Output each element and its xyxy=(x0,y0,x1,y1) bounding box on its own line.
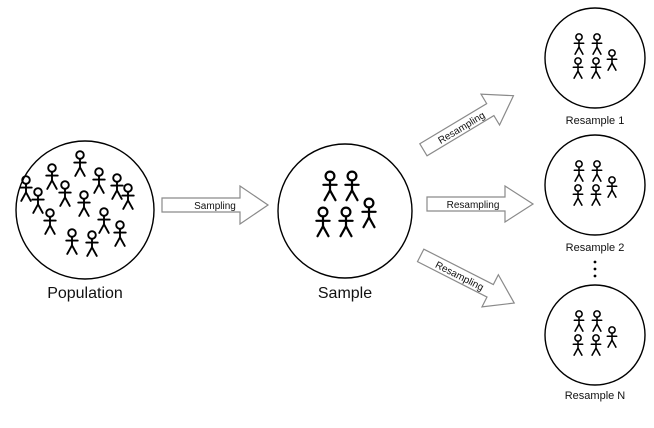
stick-figure-icon xyxy=(344,170,360,202)
stick-figure-icon xyxy=(573,160,585,182)
stick-figure-icon xyxy=(572,334,584,356)
sample-circle xyxy=(277,143,413,279)
stick-figure-icon xyxy=(45,163,59,190)
resample-n-label: Resample N xyxy=(565,390,626,402)
resample-2-label: Resample 2 xyxy=(566,242,625,254)
resampling-arrow-2-label: Resampling xyxy=(447,200,500,211)
stick-figure-icon xyxy=(85,230,99,257)
stick-figure-icon xyxy=(590,57,602,79)
stick-figure-icon xyxy=(315,206,331,238)
resample-n-figures xyxy=(572,310,618,356)
stick-figure-icon xyxy=(97,207,111,234)
stick-figure-icon xyxy=(606,176,618,198)
stick-figure-icon xyxy=(43,208,57,235)
stick-figure-icon xyxy=(606,326,618,348)
resampling-arrow-3: Resampling xyxy=(416,248,516,308)
resample-1-figures xyxy=(572,33,618,79)
resampling-arrow-2: Resampling xyxy=(426,184,535,224)
stick-figure-icon xyxy=(590,334,602,356)
stick-figure-icon xyxy=(572,184,584,206)
resampling-arrow-1: Resampling xyxy=(418,93,515,157)
stick-figure-icon xyxy=(361,197,377,229)
stick-figure-icon xyxy=(572,57,584,79)
stick-figure-icon xyxy=(591,160,603,182)
stick-figure-icon xyxy=(31,187,45,214)
stick-figure-icon xyxy=(338,206,354,238)
stick-figure-icon xyxy=(73,150,87,177)
resample-1-label: Resample 1 xyxy=(566,115,625,127)
stick-figure-icon xyxy=(92,167,106,194)
sampling-arrow-label: Sampling xyxy=(194,201,236,212)
sample-figures xyxy=(315,170,377,238)
stick-figure-icon xyxy=(590,184,602,206)
stick-figure-icon xyxy=(113,220,127,247)
stick-figure-icon xyxy=(322,170,338,202)
stick-figure-icon xyxy=(591,33,603,55)
stick-figure-icon xyxy=(65,228,79,255)
stick-figure-icon xyxy=(573,33,585,55)
stick-figure-icon xyxy=(121,183,135,210)
sample-label: Sample xyxy=(318,285,372,302)
stick-figure-icon xyxy=(77,190,91,217)
resample-2-figures xyxy=(572,160,618,206)
resampling-arrow-1-label: Resampling xyxy=(436,110,487,147)
stick-figure-icon xyxy=(110,173,124,200)
stick-figure-icon xyxy=(591,310,603,332)
population-figures xyxy=(19,150,135,257)
vertical-ellipsis-icon xyxy=(593,260,597,278)
stick-figure-icon xyxy=(573,310,585,332)
stick-figure-icon xyxy=(606,49,618,71)
sampling-arrow: Sampling xyxy=(161,184,270,226)
stick-figure-icon xyxy=(58,180,72,207)
population-label: Population xyxy=(47,285,123,302)
stick-figure-icon xyxy=(19,175,33,202)
